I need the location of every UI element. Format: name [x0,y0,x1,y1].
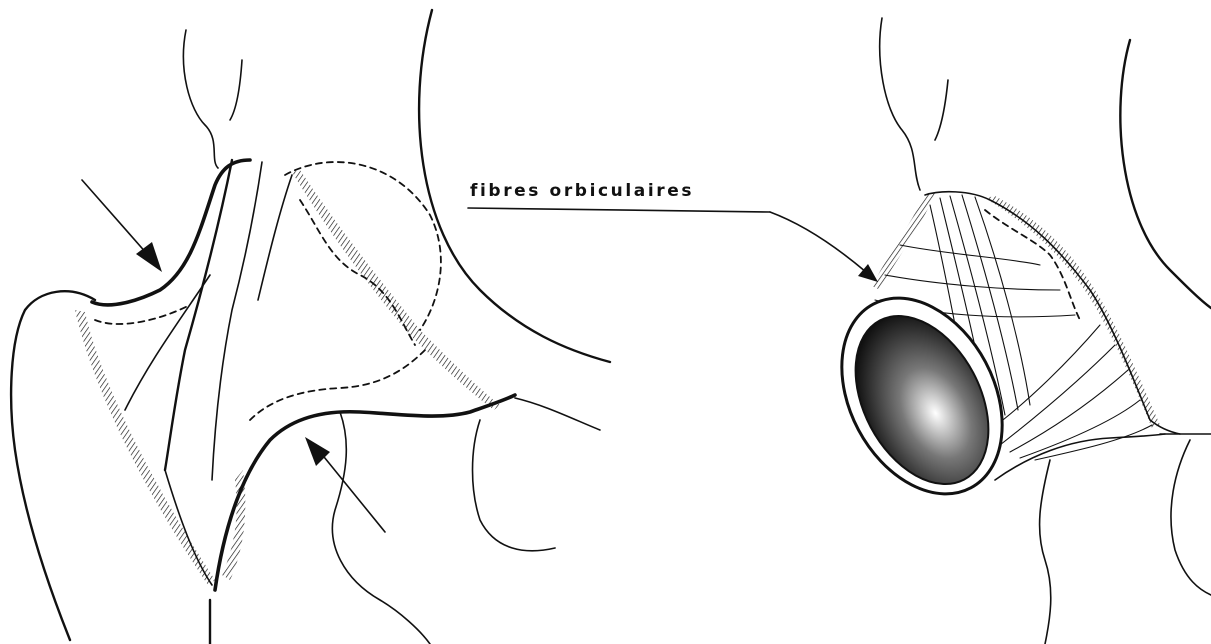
arrow-icon [82,180,162,272]
fibres-orbiculaires-label: fibres orbiculaires [470,181,694,201]
right-iliac-contour-2 [935,80,948,140]
capsule-lines-upper [165,160,232,470]
left-hip-anterior-view [11,10,610,644]
annotation-leader [468,208,878,282]
right-pelvis-outline [1120,40,1211,308]
iliac-contour-inner [230,60,242,120]
capsule-dashed-lower [250,350,425,420]
capsule-hatch-right [292,170,500,410]
iliac-contour [183,30,218,168]
right-trochanter [1171,440,1211,595]
arrow-icon [305,437,385,532]
capsule-dashed-inner [95,305,190,324]
capsule-dashed-right [300,200,415,345]
obturator-contour [473,420,556,551]
capsule-lines-upper-3 [258,175,292,300]
capsule-hatch-top [985,196,1160,428]
capsule-body-lower [995,434,1165,480]
capsule-hatch-front [872,193,935,290]
capsule-inner [125,275,210,410]
capsule-lines-upper-2 [212,162,262,480]
right-iliac-contour [880,18,920,190]
greater-trochanter [11,291,95,640]
femur-lower-neck [215,395,515,590]
pubic-contour [515,398,600,430]
capsule-hatch-left [75,310,215,585]
right-femur-contour [1040,460,1051,644]
right-orbicular-capsule-view [810,18,1211,644]
